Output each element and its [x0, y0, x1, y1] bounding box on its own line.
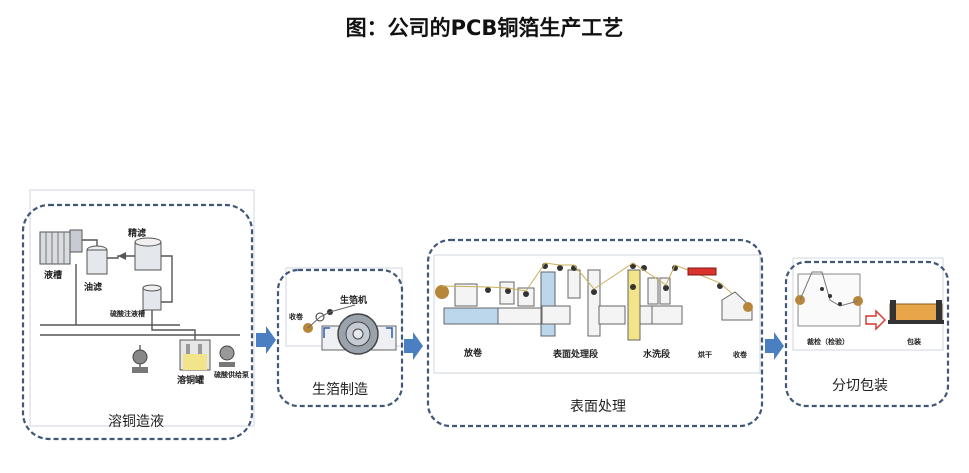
stage-dissolve-name: 溶铜造液 — [108, 414, 164, 430]
stage-dissolve-border — [21, 203, 254, 441]
foil-winding-label: 收卷 — [289, 312, 304, 321]
stage-cut-border — [784, 260, 950, 408]
fine-filter-label: 精滤 — [128, 227, 146, 239]
pump-icon — [132, 349, 148, 373]
stage-foil: 生箔机 收卷 生箔制造 — [276, 267, 404, 408]
stage-dissolve: 液槽 油滤 精滤 硫酸注液槽 — [21, 189, 255, 441]
pack-arrow-icon — [865, 309, 886, 331]
supply-pump-icon — [219, 345, 235, 367]
supply-pump-label: 硫酸供给泵 — [214, 370, 249, 379]
stage-surface-border — [426, 238, 764, 428]
stage-cut-name: 分切包装 — [832, 378, 888, 394]
stage-foil-border — [276, 268, 404, 408]
stage-cut: 裁检（检验） 包装 分切包装 — [784, 257, 950, 408]
surface-line-icon — [435, 262, 753, 341]
pack-label: 包装 — [907, 337, 921, 346]
cut-inspect-label: 裁检（检验） — [807, 337, 849, 346]
flow-arrow-icon — [765, 332, 784, 360]
pack-icon — [888, 300, 944, 324]
stage-surface-name: 表面处理 — [570, 399, 626, 415]
unwind-label: 放卷 — [463, 347, 483, 359]
liquid-tank-icon — [39, 229, 83, 265]
flow-arrow-icon — [404, 332, 423, 360]
stage-surface: 放卷 表面处理段 水洗段 烘干 收卷 表面处理 — [426, 238, 764, 428]
page-title: 图：公司的PCB铜箔生产工艺 — [345, 16, 624, 40]
oil-filter-icon — [86, 245, 108, 275]
dry-label: 烘干 — [698, 350, 712, 359]
wash-section-label: 水洗段 — [643, 348, 671, 360]
dissolve-tank-label: 溶铜罐 — [177, 374, 204, 386]
flow-arrow-icon — [256, 326, 276, 354]
rewind-label: 收卷 — [733, 350, 748, 359]
foil-machine-label: 生箔机 — [340, 294, 367, 306]
surface-section-label: 表面处理段 — [552, 348, 599, 360]
dissolve-tank-icon — [179, 339, 211, 371]
oil-filter-label: 油滤 — [84, 281, 102, 293]
cut-inspect-icon — [795, 271, 863, 327]
fine-filter-icon — [134, 237, 162, 271]
liquid-tank-label: 液槽 — [44, 269, 62, 281]
stage-foil-name: 生箔制造 — [312, 382, 368, 398]
small-tank-icon — [142, 284, 162, 311]
foil-machine-icon — [303, 304, 397, 355]
small-tank-label: 硫酸注液槽 — [110, 309, 145, 318]
